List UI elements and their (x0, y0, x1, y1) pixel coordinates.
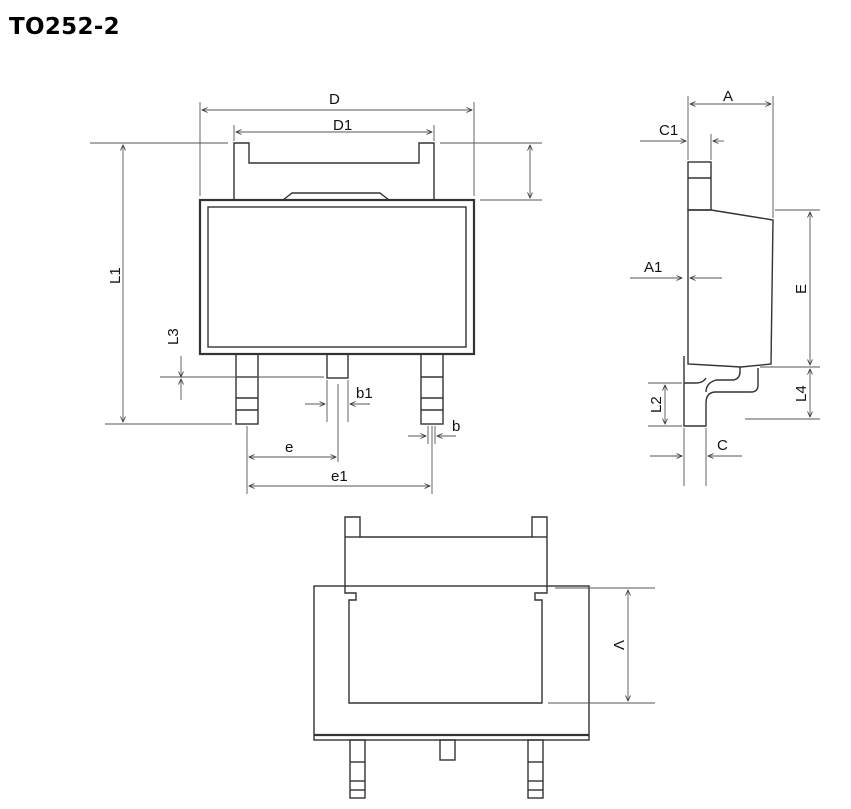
dim-b1: b1 (305, 380, 373, 422)
dim-E: E (760, 209, 820, 368)
dim-D1: D1 (233, 117, 435, 141)
dim-C: C (650, 428, 742, 486)
label-A1: A1 (644, 259, 662, 276)
label-A: A (723, 88, 733, 105)
dim-L2: L2 (648, 382, 682, 427)
bottom-view: V (313, 516, 655, 799)
dim-e1: e1 (249, 468, 430, 486)
dim-L4: L4 (745, 369, 820, 420)
bottom-right-lead (527, 739, 544, 799)
bottom-view-pad (344, 586, 548, 704)
dim-e: e (246, 384, 433, 494)
top-view-body-inner (207, 206, 467, 348)
drawing-title: TO252-2 (9, 14, 120, 40)
side-view: A C1 A1 E L4 (630, 88, 820, 486)
bottom-view-tab (344, 516, 548, 586)
label-D1: D1 (333, 117, 352, 134)
label-b: b (452, 418, 460, 435)
top-view-body (198, 198, 476, 356)
dim-A: A (687, 88, 774, 218)
top-view-tab-ridge (282, 192, 390, 201)
dim-C1: C1 (640, 122, 724, 160)
side-view-body (687, 209, 774, 368)
label-L3: L3 (165, 328, 182, 345)
label-e1: e1 (331, 468, 348, 485)
center-lead-stub (326, 353, 349, 379)
top-view: D D1 L1 L3 (90, 91, 542, 494)
bottom-center-stub (439, 739, 456, 761)
label-e: e (285, 439, 293, 456)
dim-b: b (408, 418, 460, 444)
side-view-tab (687, 161, 712, 211)
dim-tab-height (440, 142, 542, 201)
top-view-tab (233, 142, 435, 200)
left-lead (235, 353, 259, 425)
label-D: D (329, 91, 340, 108)
label-L1: L1 (107, 267, 124, 284)
side-view-lead (683, 356, 759, 427)
dim-V: V (548, 587, 655, 704)
dim-L3: L3 (160, 328, 324, 400)
label-C: C (717, 437, 728, 454)
label-b1: b1 (356, 385, 373, 402)
label-V: V (610, 640, 627, 650)
label-E: E (793, 284, 810, 294)
right-lead (420, 353, 444, 425)
bottom-view-body (313, 585, 590, 741)
dim-L1: L1 (90, 142, 232, 425)
label-L4: L4 (793, 385, 810, 402)
label-L2: L2 (648, 396, 665, 413)
dim-D: D (199, 91, 475, 196)
dim-A1: A1 (630, 259, 722, 278)
bottom-left-lead (349, 739, 366, 799)
label-C1: C1 (659, 122, 678, 139)
